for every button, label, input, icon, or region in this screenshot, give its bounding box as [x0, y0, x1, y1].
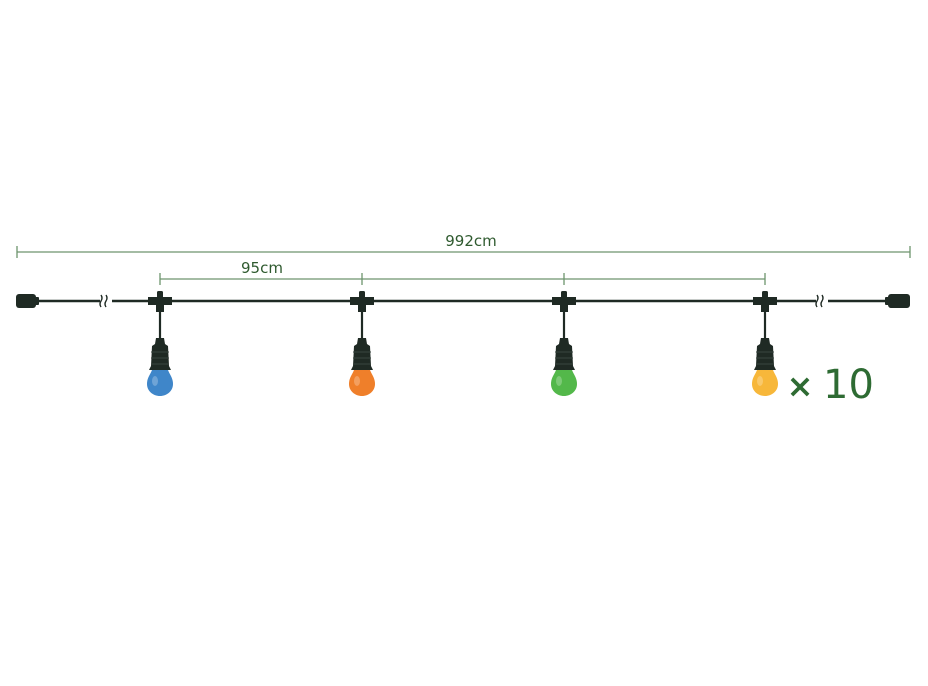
quantity-multiplier: × [787, 367, 814, 405]
bulb-yellow [752, 291, 778, 396]
cable-junction [350, 297, 374, 312]
total-length-label: 992cm [445, 232, 497, 250]
cable-junction [148, 297, 172, 312]
bulb-glass [147, 370, 173, 396]
bulb-orange [349, 291, 375, 396]
bulb-blue [147, 291, 173, 396]
bulb-glass [551, 370, 577, 396]
quantity-count: 10 [823, 362, 874, 408]
cable-junction [552, 297, 576, 312]
bulb-socket [351, 338, 373, 370]
bulb-green [551, 291, 577, 396]
spacing-dimension: 95cm [159, 259, 766, 285]
bulb-socket [149, 338, 171, 370]
bulb-glass [752, 370, 778, 396]
left-connector [16, 294, 39, 308]
main-cable [36, 294, 888, 308]
total-length-dimension: 992cm [16, 232, 911, 258]
spacing-label: 95cm [241, 259, 283, 277]
bulb-socket [553, 338, 575, 370]
bulbs-group [147, 291, 778, 396]
right-connector [885, 294, 910, 308]
cable-junction [753, 297, 777, 312]
bulb-glass [349, 370, 375, 396]
quantity-label: × 10 [787, 362, 874, 408]
bulb-socket [754, 338, 776, 370]
